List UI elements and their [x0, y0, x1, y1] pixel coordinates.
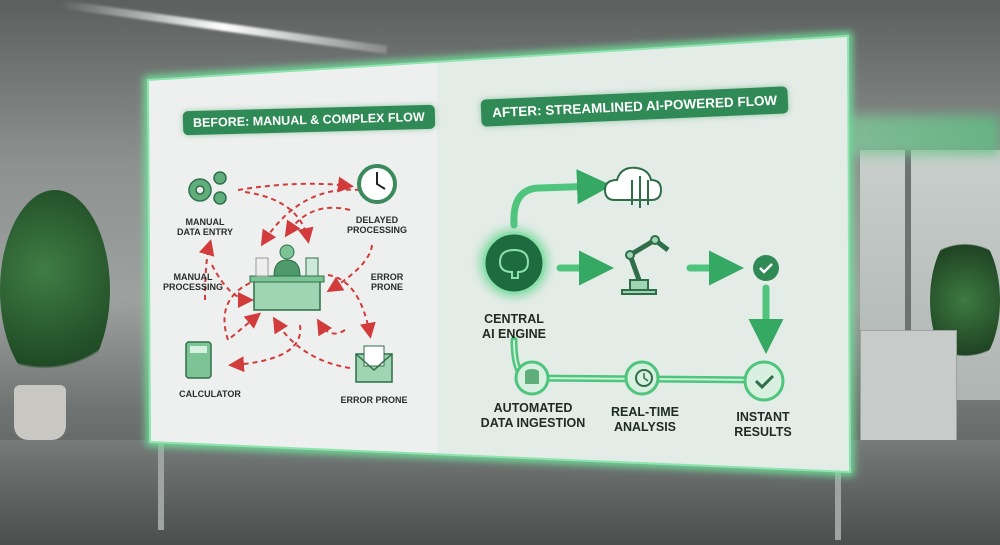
envelope-icon: [355, 345, 393, 383]
label-real-time-analysis: REAL-TIME ANALYSIS: [611, 405, 679, 435]
red-arrow: [272, 316, 351, 369]
label-line: INSTANT: [736, 410, 790, 424]
label-line: RESULTS: [734, 425, 792, 439]
label-line: CENTRAL: [484, 312, 544, 326]
label-line: PROCESSING: [346, 225, 408, 236]
red-arrow: [223, 282, 262, 342]
label-line: PROCESSING: [162, 282, 224, 293]
red-arrow: [237, 176, 354, 193]
label-delayed-processing: DELAYED PROCESSING: [347, 215, 407, 236]
gears-icon: [188, 171, 227, 205]
results-check-icon: [743, 360, 785, 402]
green-arrow-to-cloud: [510, 169, 612, 229]
brain-icon: [482, 231, 546, 295]
clock-icon: [357, 164, 397, 204]
plant-pot: [14, 385, 66, 440]
check-circle-icon: [753, 255, 779, 281]
robot-arm-icon: [621, 235, 670, 295]
label-line: MANUAL: [185, 217, 225, 227]
calculator-icon: [185, 341, 212, 379]
red-arrow: [316, 318, 346, 337]
potted-plant: [0, 190, 110, 390]
database-icon: [514, 360, 550, 396]
label-line: DATA INGESTION: [480, 416, 586, 430]
label-line: ERROR: [370, 272, 404, 282]
red-arrow: [284, 206, 351, 238]
label-central-ai-engine: CENTRAL AI ENGINE: [482, 312, 546, 342]
office-worker-icon: [249, 244, 325, 311]
label-line: AUTOMATED: [493, 401, 573, 415]
window-frame: [905, 150, 911, 400]
label-manual-processing: MANUAL PROCESSING: [163, 272, 223, 293]
panel-stand-right: [835, 470, 841, 540]
label-instant-results: INSTANT RESULTS: [734, 410, 791, 440]
label-error-prone-bottom: ERROR PRONE: [340, 395, 408, 405]
chaotic-arrows: [198, 176, 376, 373]
panel-border: [146, 34, 852, 474]
label-line: DELAYED: [355, 215, 399, 225]
label-line: REAL-TIME: [610, 405, 680, 419]
label-line: DATA ENTRY: [177, 227, 233, 238]
red-arrow: [260, 188, 361, 247]
label-automated-data-ingestion: AUTOMATED DATA INGESTION: [481, 401, 586, 431]
panel-stand: [158, 440, 164, 530]
red-arrow: [327, 274, 376, 339]
green-wall-light: [850, 115, 1000, 155]
label-manual-data-entry: MANUAL DATA ENTRY: [177, 217, 233, 238]
office-cabinet: [860, 330, 957, 442]
label-error-prone-side: ERROR PRONE: [371, 272, 404, 293]
label-line: MANUAL: [173, 272, 213, 282]
red-arrow: [326, 244, 373, 293]
label-calculator: CALCULATOR: [179, 389, 241, 399]
cloud-upload-icon: [603, 166, 663, 208]
red-arrow: [228, 324, 302, 373]
timer-icon: [624, 360, 660, 396]
red-arrow: [244, 191, 314, 244]
label-line: AI ENGINE: [482, 327, 546, 341]
label-line: ANALYSIS: [613, 420, 677, 434]
label-line: PRONE: [370, 282, 404, 293]
